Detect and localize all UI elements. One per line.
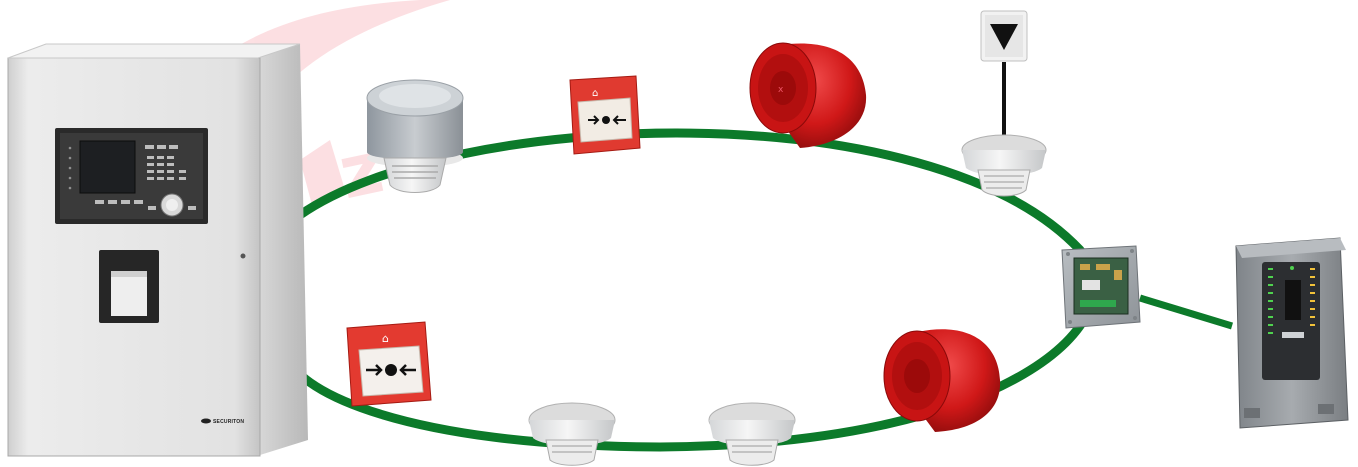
led-column-right bbox=[1310, 268, 1315, 326]
remote-indicator bbox=[980, 10, 1028, 62]
heat-detector bbox=[366, 79, 464, 193]
svg-text:x: x bbox=[778, 85, 784, 95]
interface-module bbox=[1061, 245, 1141, 329]
panel-keypad bbox=[95, 145, 196, 210]
smoke-detector-bottom-right bbox=[708, 402, 796, 466]
smoke-detector-right bbox=[961, 134, 1047, 197]
smoke-detector-bottom-left bbox=[528, 402, 616, 466]
panel-display-screen bbox=[79, 140, 136, 194]
sounder-bottom bbox=[883, 329, 1001, 432]
manual-call-point-top: ⌂ bbox=[569, 75, 641, 155]
panel-brand-label: SECURITON bbox=[213, 419, 244, 425]
fire-alarm-control-panel: SECURITON bbox=[7, 43, 308, 457]
manual-call-point-bottom: ⌂ bbox=[346, 321, 432, 407]
link-line-aspirating bbox=[1138, 294, 1234, 330]
down-triangle-icon bbox=[990, 24, 1018, 50]
panel-brand-logo: SECURITON bbox=[201, 418, 244, 425]
svg-text:⌂: ⌂ bbox=[592, 88, 598, 99]
sounder-top: x bbox=[749, 42, 867, 148]
led-column-left bbox=[1268, 268, 1273, 334]
svg-text:⌂: ⌂ bbox=[382, 332, 389, 345]
aspirating-smoke-detector bbox=[1235, 237, 1349, 429]
